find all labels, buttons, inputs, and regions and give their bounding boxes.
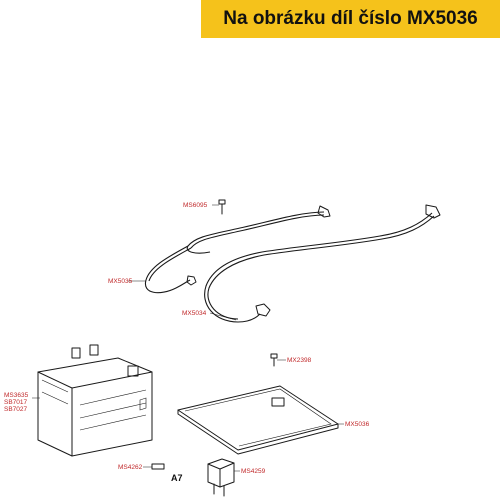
label-ms4262: MS4262: [118, 464, 143, 471]
relay-ms4259: [207, 458, 240, 497]
label-mx5035: MX5035: [108, 278, 133, 285]
label-ms4259: MS4259: [241, 468, 266, 475]
label-sb7017: SB7017: [4, 399, 28, 406]
highlight-banner: Na obrázku díl číslo MX5036: [201, 0, 500, 38]
label-sb7027: SB7027: [4, 406, 28, 413]
label-ms3635: MS3635: [4, 392, 29, 399]
label-mx2398: MX2398: [287, 357, 312, 364]
battery: [32, 344, 153, 457]
fuse-ms4262: [143, 463, 165, 470]
label-mx5036: MX5036: [345, 421, 370, 428]
label-ms6095: MS6095: [183, 202, 208, 209]
screw-mx2398: [270, 353, 286, 367]
battery-cover-mx5036: [177, 385, 344, 455]
label-a7: A7: [171, 473, 183, 483]
cable-mx5035: [128, 205, 331, 294]
banner-title: Na obrázku díl číslo MX5036: [223, 8, 478, 29]
bolt-ms6095: [212, 199, 226, 215]
label-mx5034: MX5034: [182, 310, 207, 317]
cable-mx5034: [204, 204, 441, 323]
